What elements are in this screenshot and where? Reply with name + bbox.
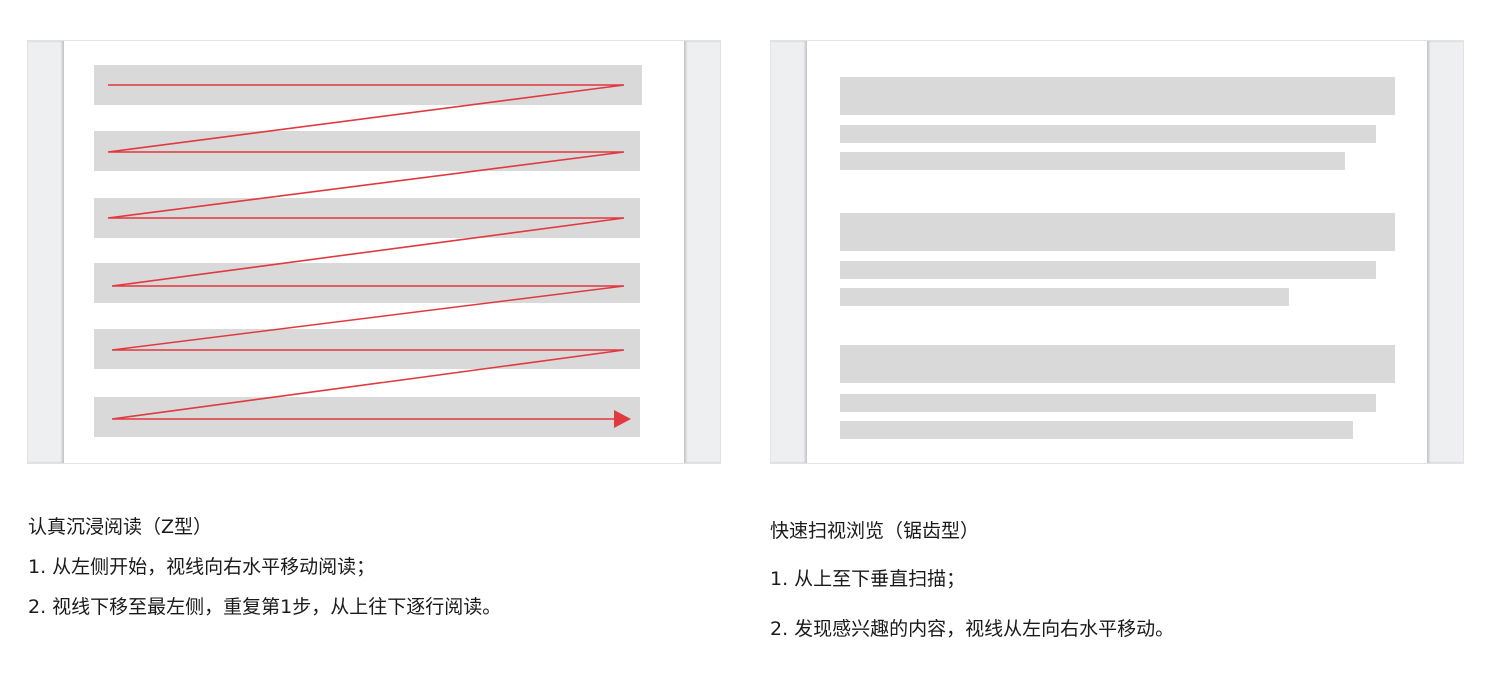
right-page-margin: [684, 41, 720, 463]
z-pattern-panel: [27, 40, 721, 464]
reading-arrowhead: [614, 410, 631, 428]
sawtooth-step-1: 1. 从上至下垂直扫描；: [770, 568, 966, 590]
text-line-bar: [94, 397, 640, 437]
text-line-bar: [94, 263, 640, 303]
text-line-bar: [840, 288, 1289, 306]
text-line-bar: [840, 261, 1376, 279]
sawtooth-panel: [770, 40, 1464, 464]
text-line-bar: [94, 131, 640, 171]
z-reading-path: [107, 84, 631, 428]
sawtooth-step-2: 2. 发现感兴趣的内容，视线从左向右水平移动。: [770, 618, 1175, 640]
text-line-bar: [840, 421, 1353, 439]
heading-bar: [840, 213, 1395, 251]
z-pattern-step-1: 1. 从左侧开始，视线向右水平移动阅读；: [28, 556, 376, 578]
z-pattern-title: 认真沉浸阅读（Z型）: [28, 516, 213, 538]
right-page-margin: [1427, 41, 1463, 463]
text-line-bar: [840, 394, 1376, 412]
heading-bar: [840, 345, 1395, 383]
text-line-bar: [840, 125, 1376, 143]
text-line-bar: [94, 329, 640, 369]
z-pattern-step-2: 2. 视线下移至最左侧，重复第1步，从上往下逐行阅读。: [28, 596, 502, 618]
left-page-margin: [771, 41, 807, 463]
text-line-bar: [840, 152, 1345, 170]
left-page-margin: [28, 41, 64, 463]
sawtooth-title: 快速扫视浏览（锯齿型）: [770, 520, 980, 542]
heading-bar: [840, 77, 1395, 115]
